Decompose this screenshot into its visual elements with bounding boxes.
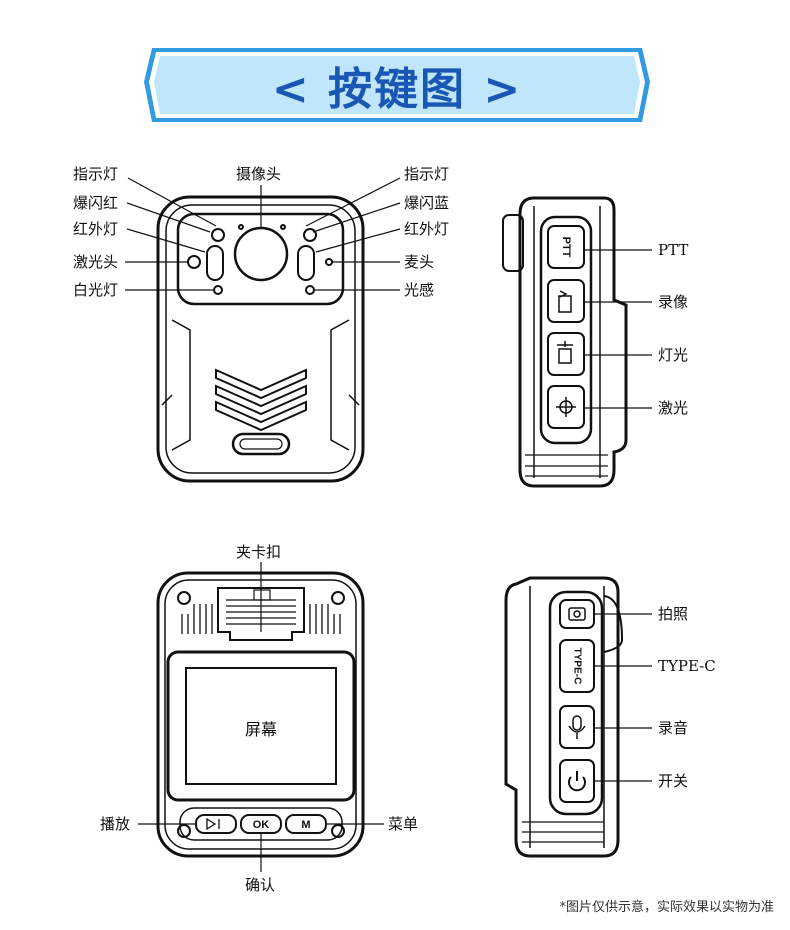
label-camera: 摄像头 — [236, 165, 282, 183]
label-indicator-right: 指示灯 — [404, 165, 450, 183]
label-ir-right: 红外灯 — [404, 220, 450, 238]
record-button — [547, 279, 585, 323]
label-laser: 激光 — [658, 399, 689, 417]
label-menu: 菜单 — [388, 815, 419, 833]
label-power: 开关 — [658, 772, 689, 790]
label-play: 播放 — [100, 815, 131, 833]
title-banner — [144, 48, 650, 122]
label-confirm: 确认 — [245, 876, 276, 894]
ptt-button-text: PTT — [560, 237, 572, 258]
label-mic: 麦头 — [404, 253, 435, 271]
back-clip — [217, 587, 305, 641]
light-button — [547, 332, 585, 376]
label-audio-record: 录音 — [658, 719, 689, 737]
audio-record-button — [559, 705, 595, 749]
label-indicator-left: 指示灯 — [73, 165, 119, 183]
label-screen: 屏幕 — [244, 720, 277, 739]
label-record: 录像 — [658, 293, 689, 311]
laser-icon — [556, 397, 576, 417]
menu-button-text: M — [301, 819, 310, 831]
label-ptt: PTT — [658, 241, 689, 259]
side-left-body — [504, 576, 620, 858]
footnote: *图片仅供示意，实际效果以实物为准 — [559, 900, 774, 915]
screen-frame — [166, 650, 356, 802]
label-type-c: TYPE-C — [658, 657, 716, 675]
flashlight-icon — [557, 341, 573, 364]
side-right-body — [518, 196, 628, 488]
ok-button-text: OK — [253, 819, 270, 831]
label-light: 灯光 — [658, 346, 689, 364]
microphone-icon — [568, 715, 586, 739]
label-photo: 拍照 — [658, 605, 689, 623]
label-clip: 夹卡扣 — [236, 543, 282, 561]
label-light-sensor: 光感 — [404, 281, 435, 299]
power-icon — [568, 771, 586, 792]
camera-icon — [568, 607, 586, 621]
page-title: < 按键图 > — [271, 64, 523, 115]
screen — [185, 667, 337, 785]
ptt-button — [547, 225, 585, 269]
front-chevrons — [215, 368, 307, 432]
front-camera-lens — [233, 226, 289, 282]
label-flash-blue: 爆闪蓝 — [404, 194, 450, 212]
label-ir-left: 红外灯 — [73, 220, 119, 238]
type-c-port-text: TYPE-C — [571, 648, 582, 685]
front-bottom-slot — [231, 432, 291, 456]
photo-button — [559, 599, 595, 629]
label-white-light: 白光灯 — [73, 281, 119, 299]
laser-button — [547, 385, 585, 429]
video-icon — [558, 290, 572, 313]
label-laser-head: 激光头 — [73, 253, 119, 271]
label-flash-red: 爆闪红 — [73, 194, 119, 212]
